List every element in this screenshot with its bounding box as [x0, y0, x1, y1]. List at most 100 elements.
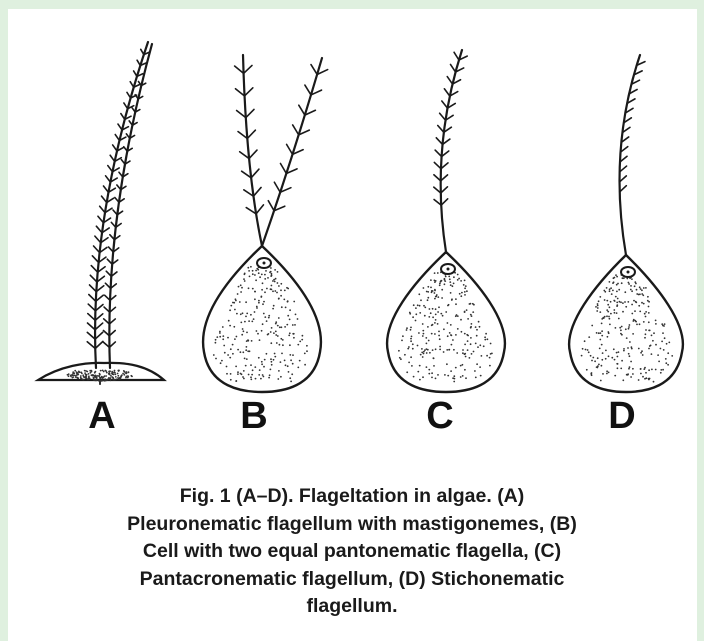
stipple-dot — [230, 305, 232, 307]
mastigoneme — [280, 163, 286, 173]
mastigoneme — [444, 89, 449, 96]
stipple-dot — [450, 324, 452, 326]
stipple-dot — [452, 285, 454, 287]
stipple-dot — [237, 293, 239, 295]
stipple-dot — [606, 370, 608, 372]
stipple-dot — [598, 300, 600, 302]
caption-line-3: Cell with two equal pantonematic flagell… — [0, 538, 704, 566]
stipple-dot — [408, 362, 410, 364]
stipple-dot — [613, 277, 615, 279]
stipple-dot — [639, 323, 641, 325]
mastigoneme — [89, 285, 96, 292]
stipple-dot — [445, 311, 447, 313]
stipple-dot — [222, 326, 224, 328]
stipple-dot — [399, 357, 401, 359]
stipple-dot — [627, 347, 629, 349]
stipple-dot — [288, 335, 290, 337]
stipple-dot — [268, 333, 270, 335]
stipple-dot — [274, 269, 276, 271]
stipple-dot — [636, 293, 638, 295]
stipple-dot — [614, 359, 616, 361]
stipple-dot — [660, 348, 662, 350]
stipple-dot — [256, 330, 258, 332]
stipple-dot — [616, 276, 618, 278]
stipple-dot — [638, 305, 640, 307]
mastigoneme — [130, 82, 133, 88]
stipple-dot — [456, 352, 458, 354]
stipple-dot — [247, 350, 249, 352]
stipple-dot — [423, 333, 425, 335]
stipple-dot — [251, 321, 253, 323]
stipple-dot — [641, 302, 643, 304]
stipple-dot — [592, 357, 594, 359]
stipple-dot — [438, 306, 440, 308]
stipple-dot — [114, 372, 116, 374]
stipple-dot — [603, 290, 605, 292]
stipple-dot — [428, 340, 430, 342]
stipple-dot — [439, 346, 441, 348]
mastigoneme — [102, 196, 107, 202]
stipple-dot — [470, 303, 472, 305]
mastigoneme — [91, 266, 97, 273]
stipple-dot — [642, 294, 644, 296]
stipple-dot — [268, 315, 270, 317]
stipple-dot — [281, 353, 283, 355]
stipple-dot — [432, 324, 434, 326]
stipple-dot — [277, 335, 279, 337]
stipple-dot — [243, 278, 245, 280]
stipple-dot — [607, 336, 609, 338]
stipple-dot — [275, 331, 277, 333]
stipple-dot — [617, 356, 619, 358]
stipple-dot — [417, 371, 419, 373]
stipple-dot — [229, 325, 231, 327]
stipple-dot — [256, 306, 258, 308]
mastigoneme — [118, 124, 122, 130]
stipple-dot — [443, 328, 445, 330]
stipple-dot — [254, 366, 256, 368]
mastigoneme — [256, 205, 263, 214]
stipple-dot — [289, 319, 291, 321]
stipple-dot — [268, 317, 270, 319]
stipple-dot — [626, 374, 628, 376]
stipple-dot — [278, 298, 280, 300]
stipple-dot — [302, 335, 304, 337]
stipple-dot — [404, 354, 406, 356]
stipple-dot — [434, 298, 436, 300]
stipple-dot — [648, 321, 650, 323]
stipple-dot — [233, 326, 235, 328]
stipple-dot — [606, 315, 608, 317]
stipple-dot — [472, 303, 474, 305]
stipple-dot — [284, 360, 286, 362]
stipple-dot — [437, 374, 439, 376]
stipple-dot — [284, 290, 286, 292]
mastigoneme — [293, 125, 299, 135]
stipple-dot — [420, 354, 422, 356]
stipple-dot — [117, 375, 119, 377]
stipple-dot — [615, 296, 617, 298]
stipple-dot — [299, 360, 301, 362]
stipple-dot — [651, 369, 653, 371]
stipple-dot — [635, 321, 637, 323]
stipple-dot — [632, 368, 634, 370]
stipple-dot — [591, 372, 593, 374]
stipple-dot — [224, 352, 226, 354]
stipple-dot — [90, 372, 92, 374]
stipple-dot — [239, 301, 241, 303]
stipple-dot — [427, 326, 429, 328]
stipple-dot — [278, 285, 280, 287]
stipple-dot — [219, 331, 221, 333]
flagellum-axis — [620, 55, 640, 255]
stipple-dot — [270, 358, 272, 360]
stipple-dot — [650, 345, 652, 347]
stipple-dot — [279, 344, 281, 346]
mastigoneme — [245, 88, 253, 96]
stipple-dot — [581, 355, 583, 357]
stipple-dot — [427, 299, 429, 301]
stipple-dot — [115, 374, 117, 376]
stipple-dot — [450, 370, 452, 372]
stipple-dot — [81, 373, 83, 375]
stipple-dot — [479, 366, 481, 368]
stipple-dot — [426, 291, 428, 293]
stipple-dot — [435, 296, 437, 298]
stipple-dot — [597, 357, 599, 359]
